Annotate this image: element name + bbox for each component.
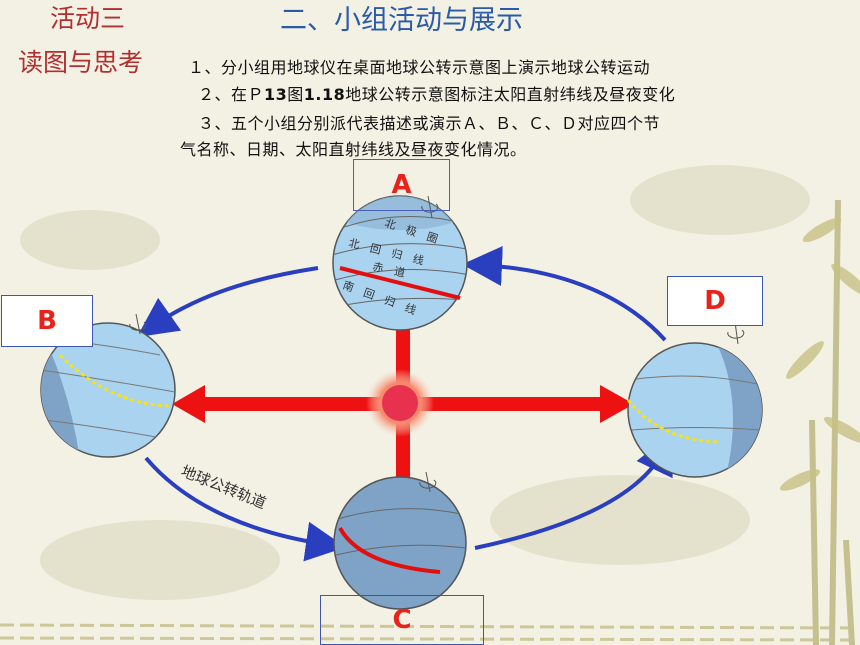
section-title: 二、小组活动与展示 bbox=[280, 5, 523, 36]
orbit-arc-b-to-c bbox=[144, 456, 346, 562]
position-label-c: C bbox=[320, 595, 484, 645]
instruction-1: １、分小组用地球仪在桌面地球公转示意图上演示地球公转运动 bbox=[188, 58, 651, 77]
position-label-b: B bbox=[1, 295, 93, 347]
instruction-3-continued: 气名称、日期、太阳直射纬线及昼夜变化情况。 bbox=[180, 140, 527, 159]
orbit-arc-c-to-d bbox=[474, 433, 673, 550]
sun bbox=[382, 385, 418, 421]
axis-rotation-icon bbox=[129, 313, 147, 335]
axis-rotation-icon bbox=[419, 471, 437, 493]
globe-c bbox=[333, 471, 467, 610]
globe-a: 北 极 圈 北 回 归 线 赤 道 南 回 归 线 bbox=[332, 195, 468, 331]
globe-d bbox=[626, 321, 763, 478]
orbit-arc-a-to-b bbox=[136, 266, 319, 338]
orbit-arc-d-to-a bbox=[462, 246, 667, 342]
activity-label: 活动三 bbox=[50, 4, 126, 33]
instruction-3: ３、五个小组分别派代表描述或演示Ａ、Ｂ、Ｃ、Ｄ对应四个节 bbox=[198, 114, 661, 133]
position-label-a: A bbox=[353, 159, 450, 211]
equator-label: 赤 道 bbox=[371, 259, 406, 280]
orbit-label: 地球公转轨道 bbox=[179, 462, 269, 512]
axis-rotation-icon bbox=[421, 195, 439, 219]
reading-label: 读图与思考 bbox=[18, 48, 144, 77]
instruction-2: ２、在Ｐ13图1.18地球公转示意图标注太阳直射纬线及昼夜变化 bbox=[198, 85, 676, 104]
position-label-d: D bbox=[667, 276, 763, 326]
